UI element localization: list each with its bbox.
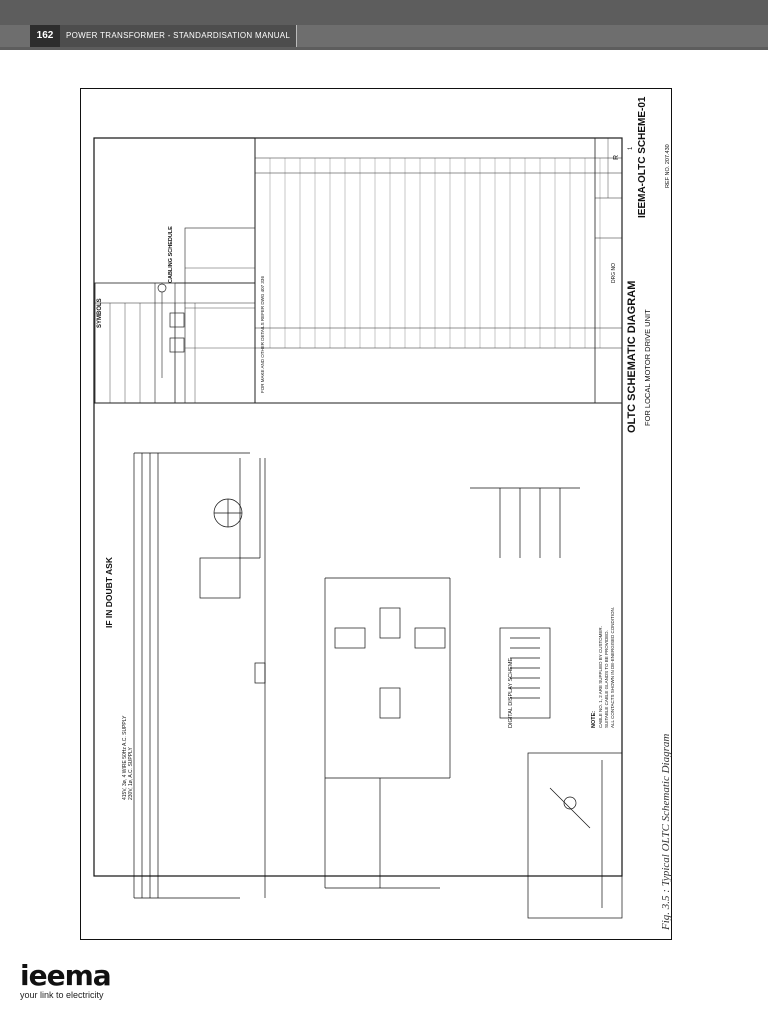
figure-caption: Fig. 3.5 : Typical OLTC Schematic Diagra… bbox=[660, 733, 672, 930]
notes-heading: NOTE: bbox=[591, 711, 597, 728]
cabling-heading: CABLING SCHEDULE bbox=[168, 226, 174, 283]
running-title: POWER TRANSFORMER - STANDARDISATION MANU… bbox=[60, 25, 298, 47]
logo-tagline: your link to electricity bbox=[20, 990, 104, 1000]
supply-label: 415V, 3ø, 4 WIRE 50Hz A.C. SUPPLY bbox=[122, 715, 128, 800]
revision-letter: R bbox=[613, 155, 620, 160]
drawing-title: OLTC SCHEMATIC DIAGRAM bbox=[626, 281, 638, 433]
parts-list bbox=[254, 137, 623, 404]
title-block bbox=[594, 137, 623, 404]
drawing-number-label: DRG NO bbox=[611, 263, 617, 283]
note-3: ALL CONTACTS SHOWN IN DE-ENERGISED CONDI… bbox=[610, 607, 615, 728]
ieema-logo: ieema your link to electricity bbox=[20, 959, 112, 1001]
schematic-drawing: OLTC SCHEMATIC DIAGRAM FOR LOCAL MOTOR D… bbox=[80, 88, 672, 940]
drawing-border bbox=[80, 88, 672, 940]
page-number: 162 bbox=[30, 25, 60, 47]
note-2: SUITABLE CABLE GLANDS TO BE PROVIDED. bbox=[604, 630, 609, 728]
drawing-subtitle: FOR LOCAL MOTOR DRIVE UNIT bbox=[643, 309, 652, 426]
note-1: CABLE NO. 1, 2 ARE SUPPLIED BY CUSTOMER. bbox=[598, 626, 603, 728]
logo-wordmark: ieema bbox=[20, 959, 112, 992]
reference-number: REF NO. 207.430 bbox=[665, 144, 671, 188]
drawing-number: IEEMA-OLTC SCHEME-01 bbox=[637, 96, 648, 218]
symbols-heading: SYMBOLS bbox=[97, 298, 103, 328]
revision-number: 1 bbox=[628, 146, 634, 150]
supply2-label: 230V, 1ø, A.C. SUPPLY bbox=[128, 747, 134, 800]
if-in-doubt-label: IF IN DOUBT ASK bbox=[104, 556, 114, 628]
page-header: 162 POWER TRANSFORMER - STANDARDISATION … bbox=[0, 0, 768, 50]
parts-note: FOR MAKE AND OTHER DETAILS REFER DWG 407… bbox=[260, 276, 265, 393]
schematic-wiring bbox=[133, 452, 623, 919]
display-scheme-label: DIGITAL DISPLAY SCHEME bbox=[508, 658, 514, 728]
